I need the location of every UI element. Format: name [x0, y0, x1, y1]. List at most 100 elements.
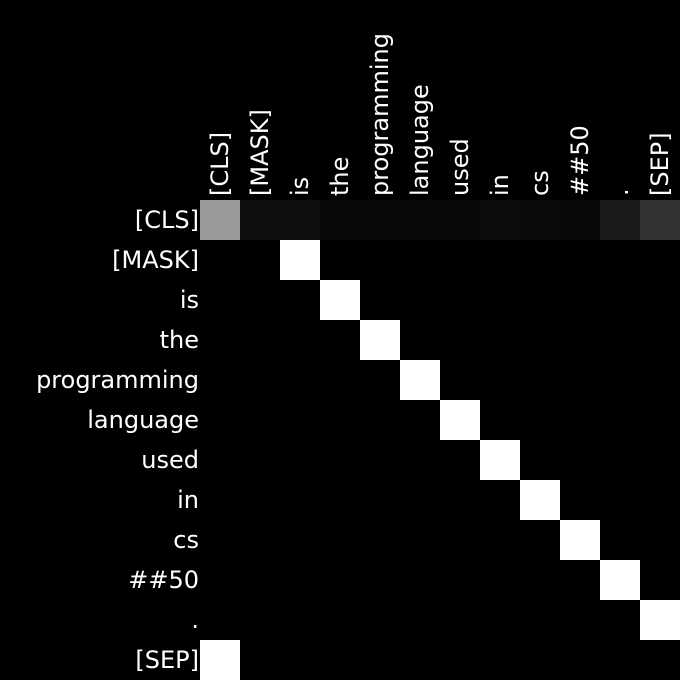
heatmap-cell-r2-c0 [200, 280, 240, 320]
heatmap-cell-r2-c5 [400, 280, 440, 320]
heatmap-cell-r1-c11 [640, 240, 680, 280]
y-tick-label: [CLS] [135, 206, 199, 234]
heatmap-cell-r0-c3 [320, 200, 360, 240]
heatmap-cell-r0-c10 [600, 200, 640, 240]
heatmap-cell-r7-c6 [440, 480, 480, 520]
heatmap-cell-r9-c9 [560, 560, 600, 600]
heatmap-cell-r2-c8 [520, 280, 560, 320]
heatmap-cell-r6-c8 [520, 440, 560, 480]
heatmap-cell-r1-c2 [280, 240, 320, 280]
heatmap-cell-r4-c10 [600, 360, 640, 400]
heatmap-cell-r4-c6 [440, 360, 480, 400]
heatmap-cell-r6-c11 [640, 440, 680, 480]
heatmap-cell-r2-c4 [360, 280, 400, 320]
heatmap-cell-r5-c4 [360, 400, 400, 440]
heatmap-cell-r7-c5 [400, 480, 440, 520]
heatmap-cell-r6-c10 [600, 440, 640, 480]
heatmap-cell-r5-c3 [320, 400, 360, 440]
heatmap-cells [200, 200, 680, 680]
heatmap-cell-r1-c10 [600, 240, 640, 280]
heatmap-cell-r0-c11 [640, 200, 680, 240]
heatmap-cell-r9-c0 [200, 560, 240, 600]
heatmap-cell-r1-c7 [480, 240, 520, 280]
heatmap-cell-r8-c2 [280, 520, 320, 560]
heatmap-cell-r4-c1 [240, 360, 280, 400]
heatmap-cell-r5-c8 [520, 400, 560, 440]
y-tick-label: the [160, 326, 199, 354]
y-tick-label: cs [173, 526, 199, 554]
heatmap-cell-r9-c1 [240, 560, 280, 600]
heatmap-cell-r2-c7 [480, 280, 520, 320]
heatmap-cell-r0-c4 [360, 200, 400, 240]
heatmap-cell-r6-c1 [240, 440, 280, 480]
heatmap-cell-r10-c9 [560, 600, 600, 640]
heatmap-cell-r10-c2 [280, 600, 320, 640]
heatmap-cell-r5-c1 [240, 400, 280, 440]
heatmap-cell-r9-c8 [520, 560, 560, 600]
y-tick-label: programming [36, 366, 199, 394]
x-tick-label: [SEP] [646, 132, 674, 196]
heatmap-cell-r0-c1 [240, 200, 280, 240]
y-tick-label: is [180, 286, 199, 314]
heatmap-cell-r11-c5 [400, 640, 440, 680]
heatmap-cell-r8-c0 [200, 520, 240, 560]
heatmap-cell-r4-c8 [520, 360, 560, 400]
heatmap-cell-r3-c8 [520, 320, 560, 360]
heatmap-cell-r1-c4 [360, 240, 400, 280]
heatmap-cell-r7-c3 [320, 480, 360, 520]
heatmap-cell-r11-c3 [320, 640, 360, 680]
heatmap-cell-r11-c7 [480, 640, 520, 680]
heatmap-cell-r1-c5 [400, 240, 440, 280]
heatmap-cell-r11-c0 [200, 640, 240, 680]
heatmap-cell-r5-c7 [480, 400, 520, 440]
heatmap-cell-r7-c2 [280, 480, 320, 520]
heatmap-cell-r2-c2 [280, 280, 320, 320]
x-tick-label: language [406, 84, 434, 196]
heatmap-cell-r8-c5 [400, 520, 440, 560]
heatmap-cell-r11-c2 [280, 640, 320, 680]
x-tick-label: used [446, 138, 474, 196]
heatmap-cell-r1-c3 [320, 240, 360, 280]
heatmap-cell-r8-c7 [480, 520, 520, 560]
heatmap-cell-r2-c1 [240, 280, 280, 320]
heatmap-cell-r3-c10 [600, 320, 640, 360]
heatmap-cell-r8-c8 [520, 520, 560, 560]
heatmap-cell-r10-c8 [520, 600, 560, 640]
heatmap-cell-r6-c0 [200, 440, 240, 480]
heatmap-cell-r0-c0 [200, 200, 240, 240]
heatmap-cell-r11-c11 [640, 640, 680, 680]
heatmap-cell-r10-c7 [480, 600, 520, 640]
heatmap-cell-r3-c11 [640, 320, 680, 360]
heatmap-cell-r0-c6 [440, 200, 480, 240]
heatmap-cell-r10-c3 [320, 600, 360, 640]
heatmap-cell-r1-c8 [520, 240, 560, 280]
heatmap-cell-r4-c5 [400, 360, 440, 400]
heatmap-cell-r8-c6 [440, 520, 480, 560]
y-tick-label: in [177, 486, 199, 514]
heatmap-cell-r7-c7 [480, 480, 520, 520]
heatmap-cell-r9-c6 [440, 560, 480, 600]
heatmap-cell-r9-c10 [600, 560, 640, 600]
heatmap-cell-r7-c1 [240, 480, 280, 520]
heatmap-cell-r9-c4 [360, 560, 400, 600]
heatmap-cell-r0-c7 [480, 200, 520, 240]
heatmap-cell-r1-c1 [240, 240, 280, 280]
y-tick-label: used [141, 446, 199, 474]
heatmap-cell-r1-c0 [200, 240, 240, 280]
heatmap-cell-r10-c11 [640, 600, 680, 640]
heatmap-cell-r4-c2 [280, 360, 320, 400]
heatmap-cell-r5-c2 [280, 400, 320, 440]
heatmap-cell-r2-c6 [440, 280, 480, 320]
heatmap-cell-r3-c6 [440, 320, 480, 360]
x-tick-label: [CLS] [206, 132, 234, 196]
heatmap-cell-r4-c11 [640, 360, 680, 400]
heatmap-cell-r2-c11 [640, 280, 680, 320]
heatmap-cell-r7-c4 [360, 480, 400, 520]
heatmap-cell-r7-c0 [200, 480, 240, 520]
x-tick-label: . [606, 188, 634, 196]
heatmap-cell-r8-c3 [320, 520, 360, 560]
y-tick-label: language [87, 406, 199, 434]
heatmap-cell-r5-c0 [200, 400, 240, 440]
heatmap-cell-r5-c6 [440, 400, 480, 440]
